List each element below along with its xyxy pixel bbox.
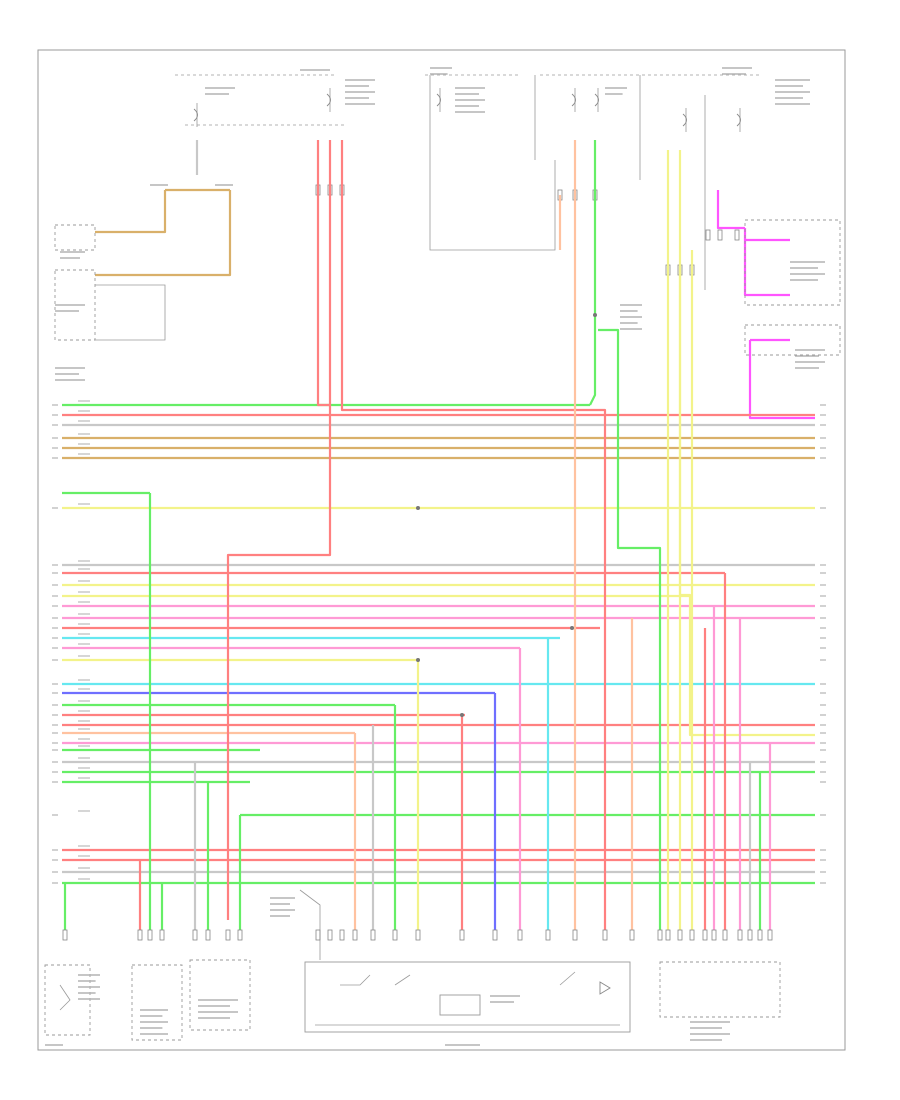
module-wire xyxy=(743,228,790,297)
connector-pin xyxy=(159,929,165,941)
red-feed xyxy=(226,140,332,920)
switch-box xyxy=(54,224,96,251)
control-module-box xyxy=(744,324,841,356)
connector-pin xyxy=(705,229,711,241)
switch-icon xyxy=(340,974,371,986)
connector-pin xyxy=(352,929,358,941)
connector-pin xyxy=(392,929,398,941)
splice-dot xyxy=(460,713,464,717)
splice-dot xyxy=(593,313,597,317)
fuse-icon xyxy=(326,93,331,107)
connector-pin xyxy=(602,929,608,941)
connector-pin xyxy=(237,929,243,941)
connector-pin xyxy=(459,929,465,941)
diode-icon xyxy=(599,981,611,995)
switch-icon xyxy=(59,984,71,1011)
connector-pin xyxy=(629,929,635,941)
green-feed xyxy=(598,328,662,930)
connector-pin xyxy=(225,929,231,941)
connector-pin xyxy=(315,929,321,941)
connector-pin xyxy=(147,929,153,941)
fuse-icon xyxy=(736,113,741,127)
relay-box-outline xyxy=(429,75,556,251)
splice-dot xyxy=(416,506,420,510)
connector-pin xyxy=(517,929,523,941)
switch-icon xyxy=(559,971,576,986)
connector-pin xyxy=(711,929,717,941)
connector-pin xyxy=(717,229,723,241)
connector-pin xyxy=(370,929,376,941)
red-feed xyxy=(340,140,607,930)
module-component xyxy=(189,959,251,1031)
switch-wire-2 xyxy=(95,190,232,277)
connector-pin xyxy=(702,929,708,941)
switch-icon xyxy=(394,974,411,986)
red-feed xyxy=(316,140,330,407)
connector-pin xyxy=(665,929,671,941)
module-component xyxy=(131,964,183,1041)
connector-pin xyxy=(192,929,198,941)
connector-pin xyxy=(737,929,743,941)
connector-pin xyxy=(137,929,143,941)
fuse-icon xyxy=(571,93,576,107)
connector-pin xyxy=(657,929,663,941)
connector-pin xyxy=(205,929,211,941)
connector-component xyxy=(659,961,781,1018)
connector-pin xyxy=(767,929,773,941)
relay-component xyxy=(439,994,481,1016)
fuse-icon xyxy=(436,93,441,107)
power-distribution-area xyxy=(54,67,841,420)
fuse-icon xyxy=(682,113,687,127)
connector-pin xyxy=(677,929,683,941)
connector-pin xyxy=(62,929,68,941)
splice-dot xyxy=(416,658,420,662)
switch-return xyxy=(95,284,166,341)
switch-component xyxy=(44,964,91,1036)
splice-dot xyxy=(570,626,574,630)
connector-pin xyxy=(327,929,333,941)
connector-pin xyxy=(572,929,578,941)
connector-pin xyxy=(339,929,345,941)
vertical-wires xyxy=(62,140,815,930)
connector-pin xyxy=(545,929,551,941)
connector-pin xyxy=(734,229,740,241)
diagram-frame xyxy=(37,49,846,1051)
control-unit-component xyxy=(304,961,631,1033)
fuse-icon xyxy=(594,93,599,107)
pointer-line xyxy=(299,889,321,960)
switch-wire-1 xyxy=(95,190,167,234)
components xyxy=(44,889,781,1046)
connector-pin xyxy=(415,929,421,941)
connector-pin xyxy=(722,929,728,941)
module-wire xyxy=(716,190,745,230)
fuse-icon xyxy=(193,108,198,122)
switch-box xyxy=(54,269,96,341)
yellow-feed xyxy=(678,150,815,737)
green-feed xyxy=(589,140,597,406)
connector-pin xyxy=(492,929,498,941)
connector-pin xyxy=(747,929,753,941)
connector-pin xyxy=(757,929,763,941)
module-wire xyxy=(748,340,815,420)
harness-bus xyxy=(52,400,826,885)
connector-pin xyxy=(689,929,695,941)
